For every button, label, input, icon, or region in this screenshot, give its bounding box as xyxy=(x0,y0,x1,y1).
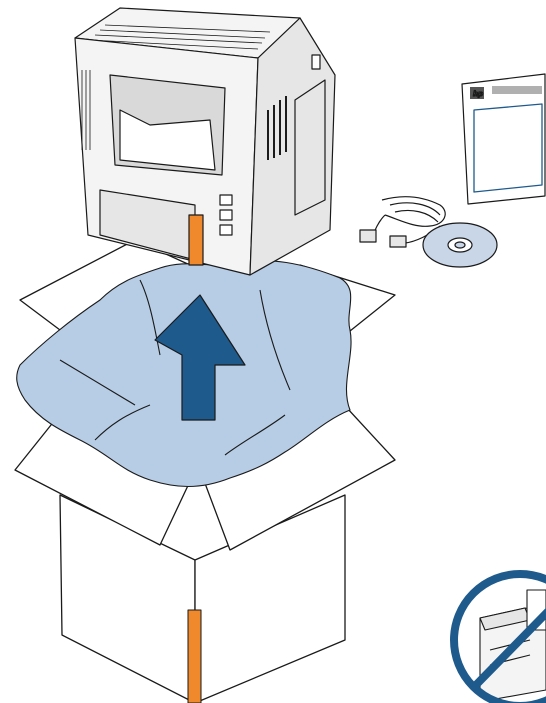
printer-power-switch xyxy=(312,55,320,69)
hp-logo: hp xyxy=(473,90,483,98)
lifting-warning xyxy=(440,560,546,703)
printer-control-buttons xyxy=(220,195,232,235)
printer-tape xyxy=(189,215,203,265)
box-tape-front xyxy=(188,610,201,703)
getting-started-guide: hp xyxy=(462,74,545,204)
guide-header-bar xyxy=(492,86,542,94)
printer xyxy=(75,8,335,275)
power-cord-plug xyxy=(360,230,376,242)
printer-side xyxy=(250,18,335,275)
software-cd xyxy=(423,223,497,267)
power-cord-end xyxy=(390,236,406,247)
